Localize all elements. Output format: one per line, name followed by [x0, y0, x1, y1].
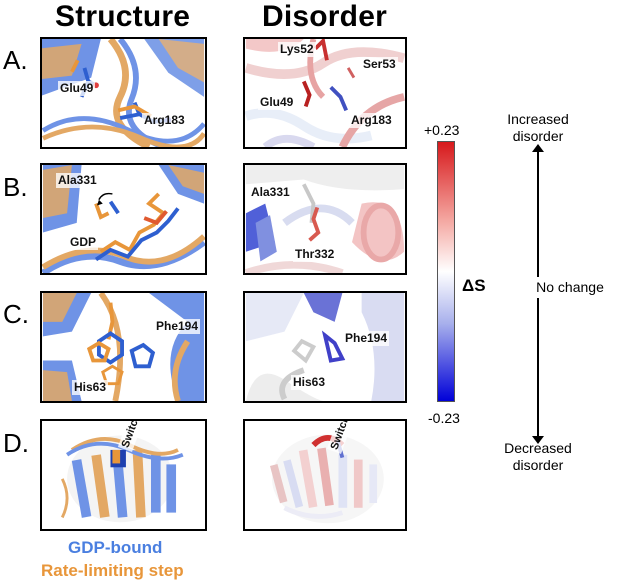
protein-disorder-render — [245, 165, 405, 273]
label-ala331: Ala331 — [249, 185, 292, 200]
label-his63: His63 — [72, 380, 109, 395]
colorbar-title: ΔS — [462, 276, 486, 295]
protein-structure-render — [60, 435, 184, 523]
label-phe194: Phe194 — [154, 319, 201, 334]
panel-d-structure: Switch 2 — [40, 419, 207, 531]
label-arg183: Arg183 — [142, 113, 187, 128]
label-phe194: Phe194 — [343, 331, 390, 346]
protein-disorder-render — [269, 434, 384, 524]
scale-arrow-down-icon — [532, 436, 544, 444]
panel-c-disorder: Phe194 His63 — [243, 291, 407, 403]
legend-rate-limiting-step: Rate-limiting step — [41, 561, 184, 580]
scale-arrow-up-icon — [532, 144, 544, 152]
panel-d-disorder: Switch 2 — [243, 419, 407, 531]
colorbar — [437, 141, 455, 402]
label-ala331: Ala331 — [56, 173, 99, 188]
protein-structure-render — [42, 293, 205, 401]
row-letter-d: D. — [3, 428, 29, 458]
row-letter-c: C. — [3, 299, 29, 329]
panel-b-disorder: Ala331 Thr332 — [243, 163, 407, 275]
decreased-disorder-label: Decreased disorder — [504, 440, 572, 473]
panel-a-structure: Glu49 Arg183 — [40, 37, 207, 149]
label-his63: His63 — [291, 375, 328, 390]
structure-column-title: Structure — [55, 0, 191, 33]
colorbar-max-label: +0.23 — [424, 122, 460, 138]
label-thr332: Thr332 — [293, 247, 337, 262]
label-arg183: Arg183 — [349, 113, 394, 128]
protein-disorder-render — [245, 39, 405, 147]
panel-b-structure: Ala331 GDP — [40, 163, 207, 275]
disorder-column-title: Disorder — [262, 0, 387, 33]
row-letter-b: B. — [3, 172, 28, 202]
protein-disorder-render — [245, 293, 405, 401]
label-glu49: Glu49 — [258, 95, 296, 110]
panel-a-disorder: Lys52 Ser53 Glu49 Arg183 — [243, 37, 407, 149]
label-lys52: Lys52 — [278, 42, 316, 57]
no-change-label: No change — [526, 277, 614, 298]
label-gdp: GDP — [68, 235, 99, 250]
label-ser53: Ser53 — [361, 57, 398, 72]
label-glu49: Glu49 — [58, 81, 96, 96]
legend-gdp-bound: GDP-bound — [68, 538, 163, 557]
panel-c-structure: Phe194 His63 — [40, 291, 207, 403]
colorbar-min-label: -0.23 — [428, 410, 460, 426]
increased-disorder-label: Increased disorder — [507, 111, 569, 144]
row-letter-a: A. — [3, 45, 28, 75]
